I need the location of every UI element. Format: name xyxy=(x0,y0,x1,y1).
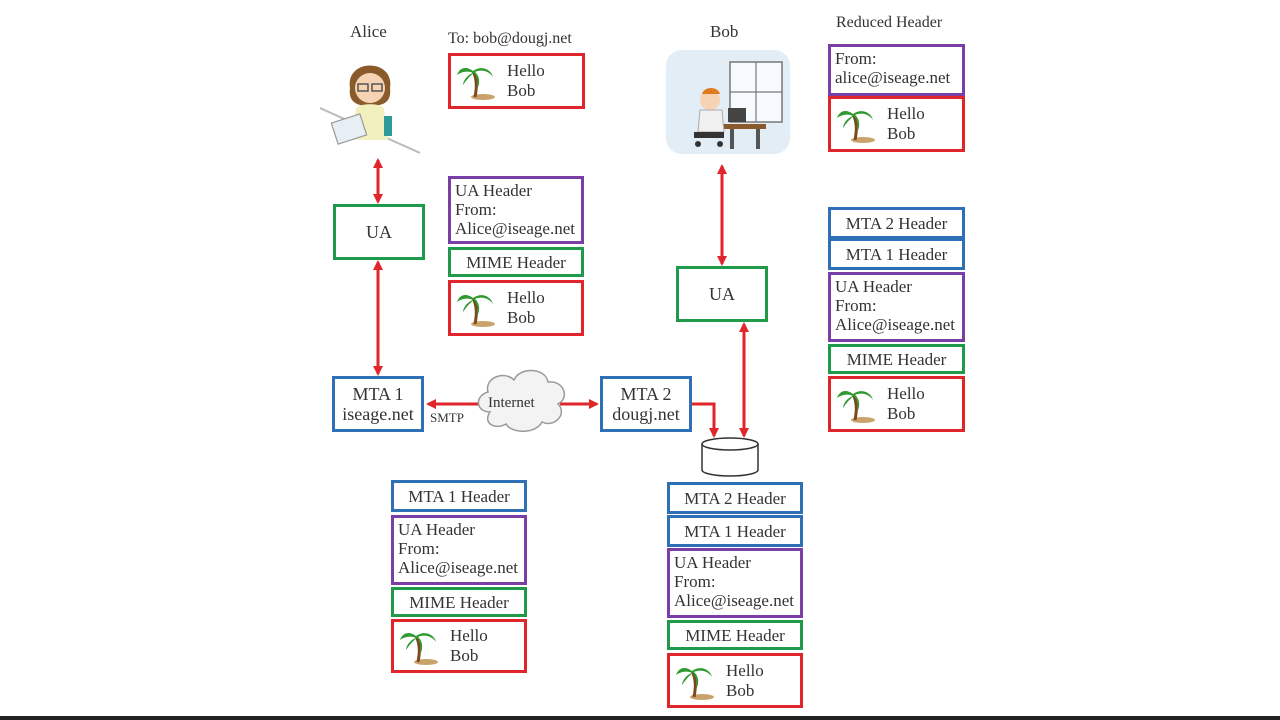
ua-header-address: Alice@iseage.net xyxy=(835,315,955,334)
bob-text: Bob xyxy=(507,81,536,100)
bob-text: Bob xyxy=(887,124,916,143)
ua-header-address: Alice@iseage.net xyxy=(398,558,518,577)
ua-header-box-2: UA Header From: Alice@iseage.net xyxy=(391,515,527,585)
mime-header-box-2: MIME Header xyxy=(391,587,527,617)
ua-header-box-4: UA Header From: Alice@iseage.net xyxy=(828,272,965,342)
mta2-domain: dougj.net xyxy=(612,404,680,424)
ua-left-node: UA xyxy=(333,204,425,260)
mta1-header-box-3: MTA 1 Header xyxy=(667,515,803,547)
ua-header-address: Alice@iseage.net xyxy=(674,591,794,610)
hello-text: Hello xyxy=(507,288,545,307)
bob-text: Bob xyxy=(887,404,916,423)
hello-text: Hello xyxy=(507,61,545,80)
arrow-mta2-storage xyxy=(692,402,719,438)
bottom-border xyxy=(0,716,1280,720)
bob-text: Bob xyxy=(507,308,536,327)
hello-text: Hello xyxy=(887,104,925,123)
palm-tree-icon xyxy=(400,633,438,665)
mta1-domain: iseage.net xyxy=(342,404,414,424)
to-address-label: To: bob@dougj.net xyxy=(448,30,572,47)
reduced-from-address: alice@iseage.net xyxy=(835,68,951,87)
mime-header-box-1: MIME Header xyxy=(448,247,584,277)
ua-header-title: UA Header xyxy=(835,277,912,296)
bob-text: Bob xyxy=(450,646,479,665)
mime-header-box-3: MIME Header xyxy=(667,620,803,650)
palm-tree-icon xyxy=(457,295,495,327)
bob-avatar-icon xyxy=(666,50,790,154)
mta1-name: MTA 1 xyxy=(352,384,404,404)
mta1-node: MTA 1 iseage.net xyxy=(332,376,424,432)
hello-text: Hello xyxy=(726,660,764,680)
ua-header-title: UA Header xyxy=(455,181,532,200)
mime-header-box-4: MIME Header xyxy=(828,344,965,374)
palm-tree-icon xyxy=(837,111,875,143)
mta2-name: MTA 2 xyxy=(620,384,672,404)
mta2-node: MTA 2 dougj.net xyxy=(600,376,692,432)
hello-text: Hello xyxy=(887,384,925,403)
alice-avatar-icon xyxy=(320,65,420,154)
internet-cloud-icon xyxy=(477,369,566,432)
ua-right-node: UA xyxy=(676,266,768,322)
alice-label: Alice xyxy=(350,22,387,41)
mta1-header-box-2: MTA 1 Header xyxy=(391,480,527,512)
hello-text: Hello xyxy=(450,626,488,645)
mta2-header-box-4: MTA 2 Header xyxy=(828,207,965,239)
ua-header-from: From: xyxy=(674,572,716,591)
mailbox-storage-icon xyxy=(701,437,759,477)
ua-header-box-1: UA Header From: Alice@iseage.net xyxy=(448,176,584,244)
bob-label: Bob xyxy=(710,22,739,41)
ua-header-title: UA Header xyxy=(398,520,475,539)
palm-tree-icon xyxy=(837,391,875,423)
ua-header-title: UA Header xyxy=(674,553,751,572)
reduced-header-title: Reduced Header xyxy=(836,14,943,31)
bob-text: Bob xyxy=(726,680,755,700)
palm-tree-icon xyxy=(457,68,495,100)
smtp-label: SMTP xyxy=(430,410,464,425)
reduced-from-label: From: xyxy=(835,49,877,68)
palm-tree-icon xyxy=(676,667,714,700)
ua-header-from: From: xyxy=(835,296,877,315)
mta2-header-box-3: MTA 2 Header xyxy=(667,482,803,514)
ua-header-box-3: UA Header From: Alice@iseage.net xyxy=(667,548,803,618)
internet-label: Internet xyxy=(488,395,535,411)
mta1-header-box-4: MTA 1 Header xyxy=(828,238,965,270)
ua-header-address: Alice@iseage.net xyxy=(455,219,575,238)
ua-header-from: From: xyxy=(455,200,497,219)
ua-header-from: From: xyxy=(398,539,440,558)
reduced-from-box: From: alice@iseage.net xyxy=(828,44,965,96)
